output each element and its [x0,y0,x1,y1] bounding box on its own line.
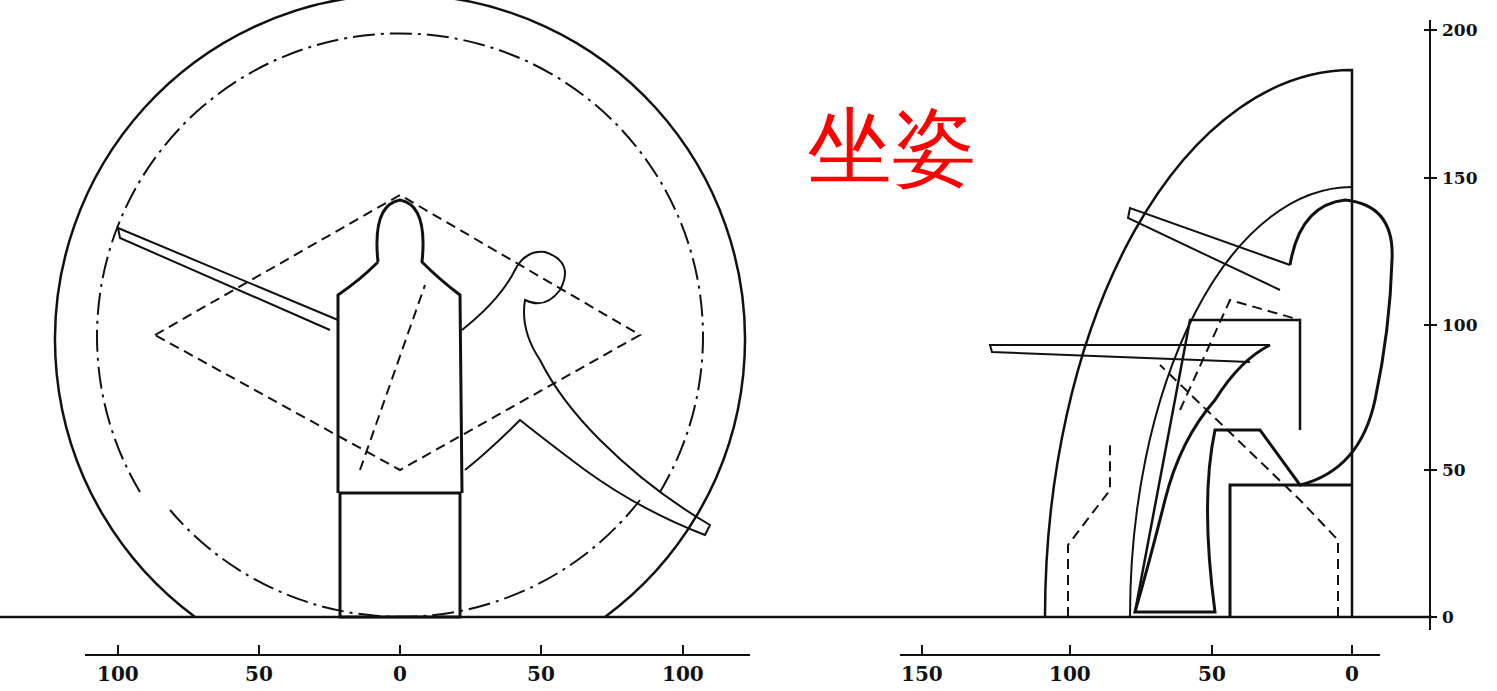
axis-tick-label: 100 [1049,664,1091,684]
axis-tick-label: 150 [901,664,943,684]
axis-tick-label: 0 [1345,664,1359,684]
axis-tick-label: 50 [1442,462,1466,479]
axis-tick-label: 50 [527,664,555,684]
axis-tick-label: 0 [1442,609,1454,626]
axis-tick-label: 100 [97,664,139,684]
axis-tick-label: 150 [1442,170,1478,187]
axis-tick-label: 0 [393,664,407,684]
axis-tick-label: 50 [1198,664,1226,684]
axis-tick-label: 100 [662,664,704,684]
axis-tick-label: 100 [1442,317,1478,334]
posture-title: 坐姿 [808,105,976,189]
axis-tick-label: 200 [1442,22,1478,39]
axis-tick-label: 50 [245,664,273,684]
